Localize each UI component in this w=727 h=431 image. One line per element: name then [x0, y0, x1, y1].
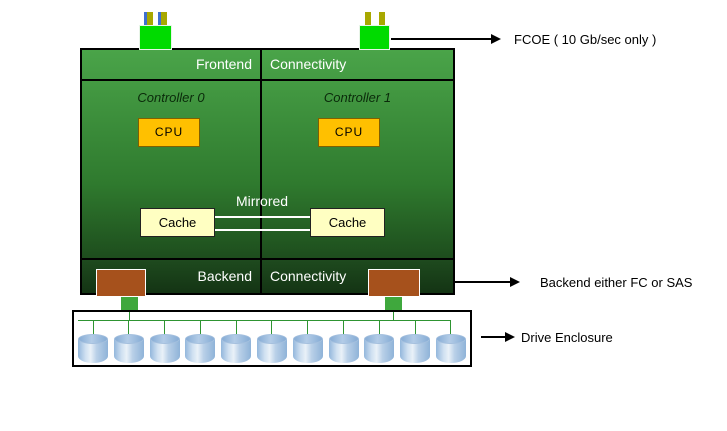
disk-drop-line	[235, 320, 237, 335]
frontend-port-1	[359, 12, 390, 50]
fcoe-connector-icon	[359, 25, 390, 50]
backend-connectivity-label: Connectivity	[270, 268, 347, 284]
port-pins	[365, 12, 390, 25]
disk-drop-line	[271, 320, 273, 335]
controller-enclosure-box: Frontend Connectivity Controller 0 Contr…	[80, 48, 455, 295]
disk-cell	[78, 320, 108, 363]
disk-drop-line	[414, 320, 416, 335]
enclosure-arrow-head-icon	[505, 332, 515, 342]
drive-enclosure-box	[72, 310, 472, 367]
disk-cell	[256, 320, 287, 363]
enclosure-arrow-line	[481, 336, 505, 338]
disk-icon	[400, 334, 431, 363]
backend-cable-connector-icon	[121, 297, 138, 310]
port-pins	[144, 12, 172, 25]
disk-drop-line	[378, 320, 380, 335]
frontend-connectivity-label: Connectivity	[270, 56, 347, 72]
backend-arrow-head-icon	[510, 277, 520, 287]
disk-icon	[78, 334, 108, 363]
pin-icon	[144, 12, 147, 25]
backend-arrow-line	[455, 281, 510, 283]
disk-cell	[435, 320, 466, 363]
pin-icon	[158, 12, 161, 25]
cpu-1-box: CPU	[318, 118, 380, 147]
disk-icon	[364, 334, 395, 363]
disk-cell	[328, 320, 359, 363]
disk-icon	[435, 334, 466, 363]
fcoe-annotation: FCOE ( 10 Gb/sec only )	[514, 32, 657, 47]
fcoe-connector-icon	[139, 25, 172, 50]
disk-icon	[292, 334, 323, 363]
disk-drop-line	[164, 320, 166, 335]
frontend-label: Frontend	[195, 56, 252, 72]
disk-icon	[328, 334, 359, 363]
backend-feed-line	[393, 312, 394, 320]
disk-row	[78, 320, 466, 363]
mirrored-label: Mirrored	[235, 193, 289, 209]
disk-icon	[185, 334, 216, 363]
backend-port-0-icon	[96, 269, 146, 297]
enclosure-annotation: Drive Enclosure	[521, 330, 613, 345]
fcoe-arrow-line	[391, 38, 491, 40]
disk-icon	[256, 334, 287, 363]
disk-drop-line	[92, 320, 94, 335]
disk-cell	[221, 320, 252, 363]
pin-icon	[161, 12, 167, 25]
disk-icon	[221, 334, 252, 363]
disk-cell	[149, 320, 180, 363]
pin-icon	[379, 12, 385, 25]
disk-cell	[185, 320, 216, 363]
pin-icon	[365, 12, 371, 25]
drive-bus-line	[78, 320, 450, 321]
disk-cell	[113, 320, 144, 363]
cache-mirror-link-line	[215, 216, 310, 218]
backend-port-1-icon	[368, 269, 420, 297]
disk-drop-line	[343, 320, 345, 335]
disk-cell	[292, 320, 323, 363]
controller-1-label: Controller 1	[323, 90, 392, 105]
backend-cable-connector-icon	[385, 297, 402, 310]
cache-1-box: Cache	[310, 208, 385, 237]
cache-0-box: Cache	[140, 208, 215, 237]
controller-0-label: Controller 0	[137, 90, 205, 105]
cpu-0-box: CPU	[138, 118, 200, 147]
frontend-port-0	[139, 12, 172, 50]
disk-drop-line	[199, 320, 201, 335]
disk-drop-line	[307, 320, 309, 335]
backend-annotation: Backend either FC or SAS	[540, 275, 693, 290]
disk-icon	[149, 334, 180, 363]
disk-drop-line	[128, 320, 130, 335]
backend-label: Backend	[197, 268, 252, 284]
controller-divider-line	[260, 50, 262, 293]
frontend-connectivity-bar: Frontend Connectivity	[82, 50, 453, 81]
cache-mirror-link-line	[215, 229, 310, 231]
fcoe-arrow-head-icon	[491, 34, 501, 44]
disk-cell	[400, 320, 431, 363]
disk-icon	[113, 334, 144, 363]
backend-feed-line	[129, 312, 130, 320]
disk-drop-line	[450, 320, 452, 335]
pin-icon	[147, 12, 153, 25]
disk-cell	[364, 320, 395, 363]
